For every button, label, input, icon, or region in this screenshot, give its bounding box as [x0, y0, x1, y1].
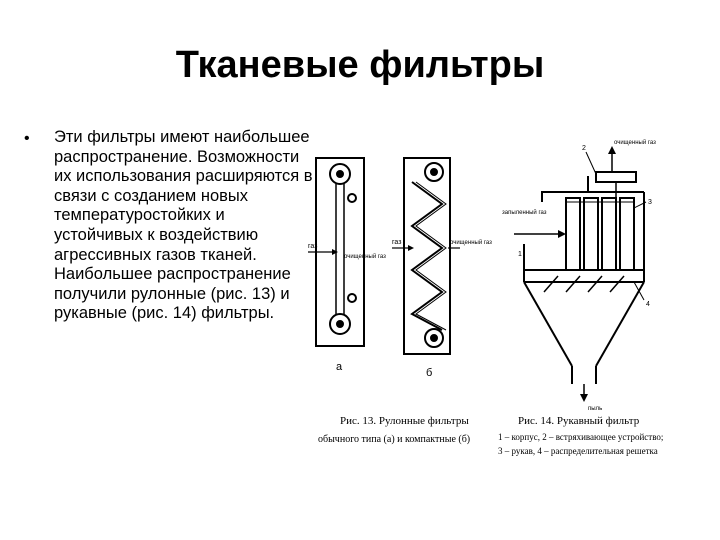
label-gas-in-b: газ	[392, 239, 401, 246]
part-number-1: 1	[518, 251, 522, 258]
body-text: Эти фильтры имеют наибольшее распростран…	[54, 128, 313, 323]
label-dust: пыль	[588, 406, 602, 412]
label-sub-a: а	[336, 361, 343, 373]
bag-filter-drawing: очищенный газ запыленный газ пыль 2 3 4 …	[498, 139, 663, 456]
figure-roll-filters: газ очищенный газ а газ очищенный газ б …	[294, 152, 500, 452]
roll-filters-drawing: газ очищенный газ а газ очищенный газ б …	[294, 157, 492, 445]
part-number-2: 2	[582, 145, 586, 152]
label-clean-gas-a: очищенный газ	[344, 253, 386, 260]
bullet-marker: •	[24, 130, 30, 147]
label-sub-b: б	[426, 367, 432, 379]
part-number-4: 4	[646, 301, 650, 308]
slide-title: Тканевые фильтры	[175, 44, 545, 86]
roll-filter-a	[294, 157, 365, 347]
figure-bag-filter: очищенный газ запыленный газ пыль 2 3 4 …	[494, 132, 670, 462]
fig13-caption-line1: Рис. 13. Рулонные фильтры	[340, 415, 469, 427]
part-number-3: 3	[648, 199, 652, 206]
fig14-caption-line3: 3 – рукав, 4 – распределительная решетка	[498, 446, 658, 456]
fig14-caption-line2: 1 – корпус, 2 – встряхивающее устройство…	[498, 432, 663, 442]
roll-filter-b	[392, 157, 460, 355]
label-clean-gas-b: очищенный газ	[450, 239, 492, 246]
fig13-caption-line2: обычного типа (а) и компактные (б)	[318, 434, 470, 445]
bag-filter-body	[514, 146, 647, 402]
label-gas-in-a: газ	[308, 243, 317, 250]
fig14-caption-line1: Рис. 14. Рукавный фильтр	[518, 415, 640, 427]
label-dirty-gas: запыленный газ	[502, 209, 547, 216]
label-clean-gas: очищенный газ	[614, 139, 656, 146]
